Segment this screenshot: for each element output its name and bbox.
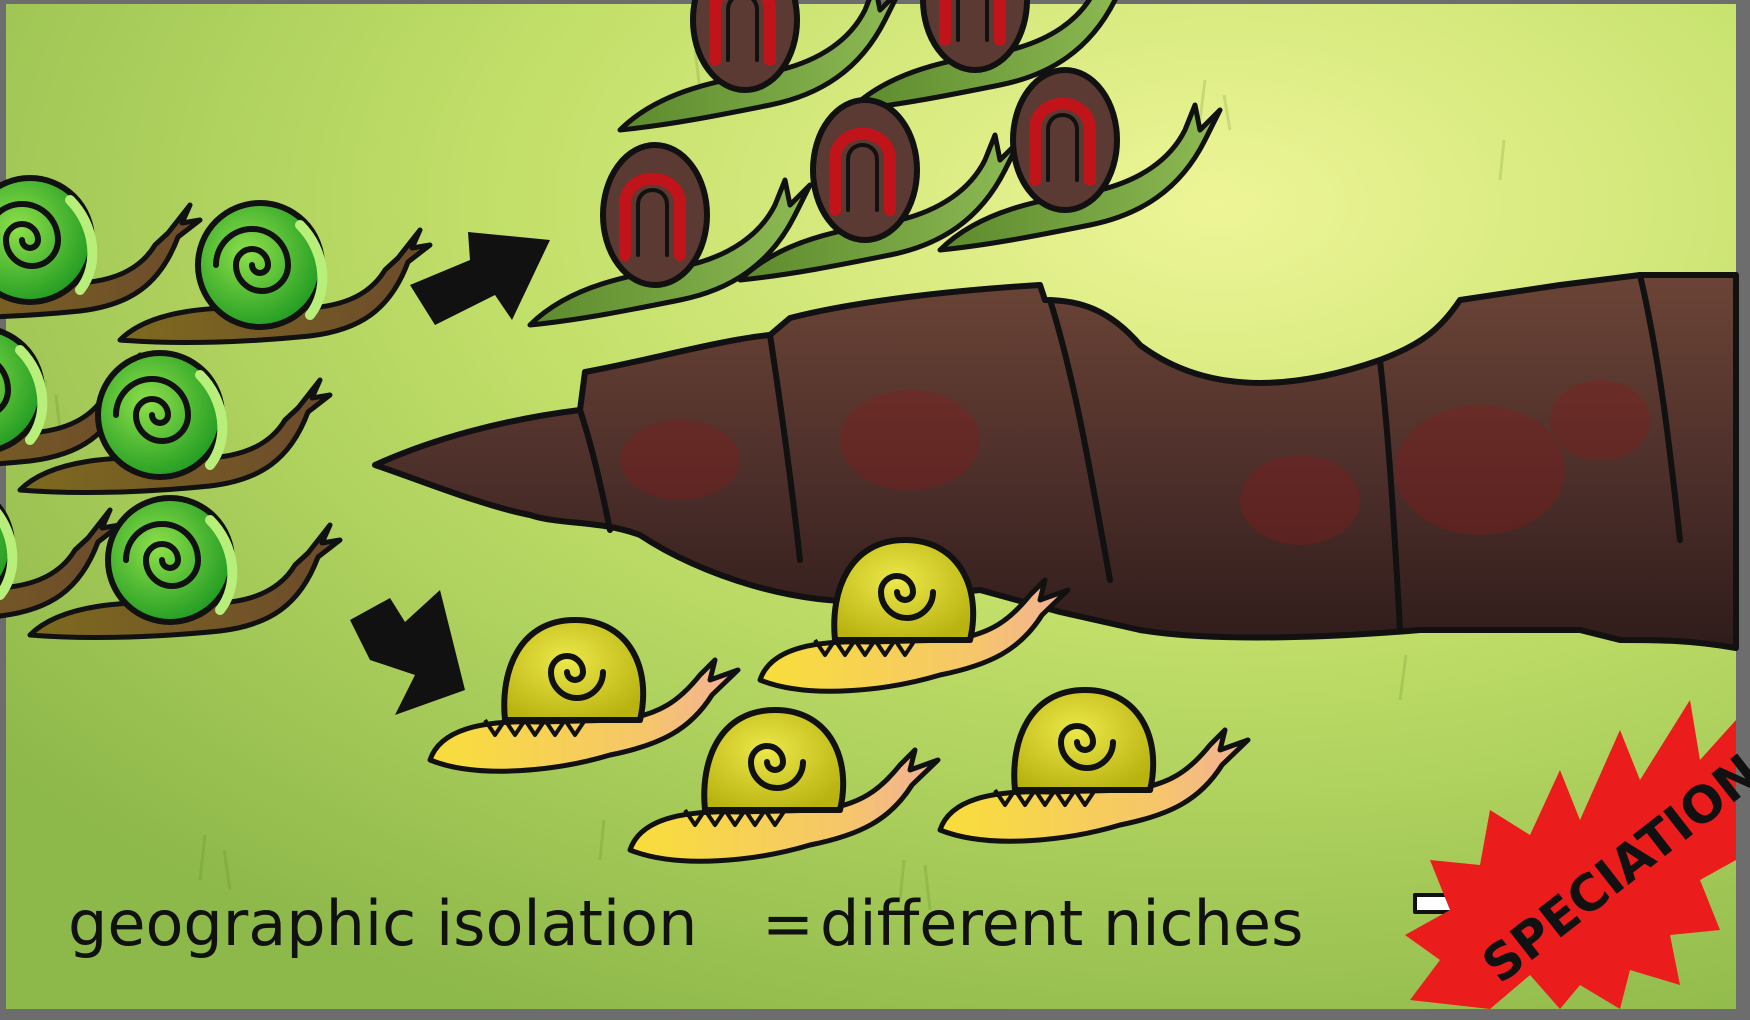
caption-different-niches: different niches [820, 887, 1303, 960]
caption-equals: = [762, 887, 814, 960]
caption-geographic-isolation: geographic isolation [68, 887, 697, 960]
